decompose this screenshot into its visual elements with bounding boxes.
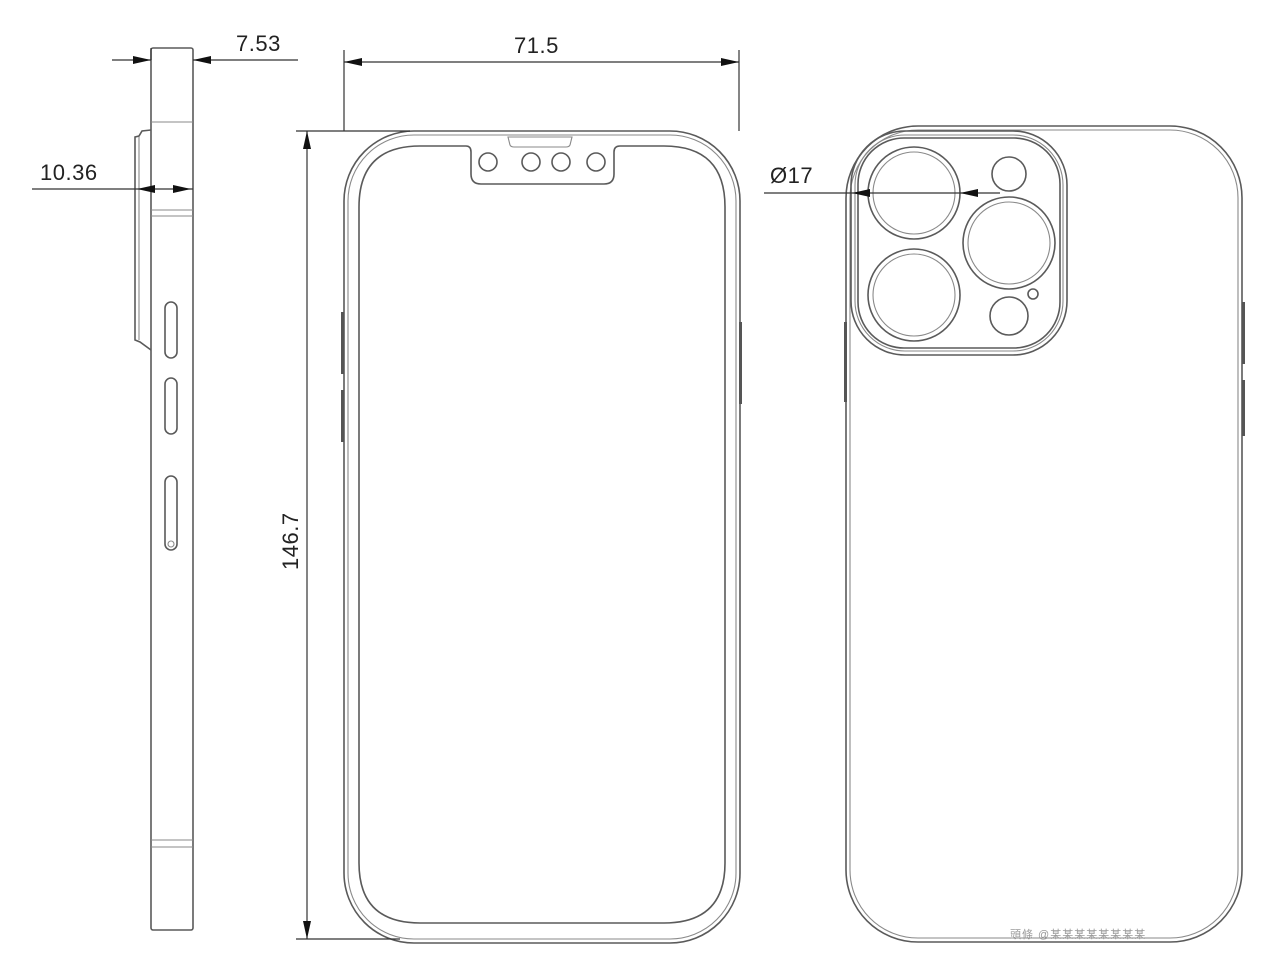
side-view <box>32 47 298 931</box>
dimension-width: 71.5 <box>514 33 559 58</box>
dimension-height: 146.7 <box>278 512 303 570</box>
watermark: 頭條 @某某某某某某某某 <box>1010 929 1147 941</box>
back-view <box>764 125 1245 943</box>
front-view <box>296 50 742 944</box>
dimension-thickness-body: 7.53 <box>236 31 281 56</box>
dimension-camera-diameter: Ø17 <box>770 163 814 188</box>
dimension-thickness-camera: 10.36 <box>40 160 98 185</box>
